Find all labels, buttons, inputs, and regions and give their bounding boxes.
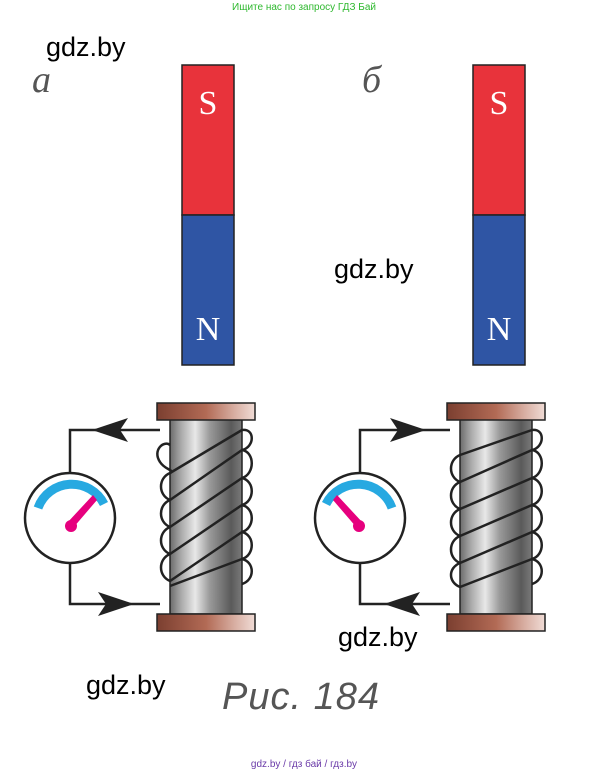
footer-links: gdz.by / гдз бай / гдз.by (250, 759, 358, 770)
panel-label-a: а (32, 59, 51, 101)
pole-label-s: S (490, 85, 509, 122)
panel-a: S N (23, 64, 256, 632)
pole-label-n: N (196, 311, 221, 348)
current-arrow-icon (384, 592, 420, 616)
bar-magnet: S N (181, 64, 235, 366)
coil-flange-top (446, 402, 546, 421)
current-arrow-icon (390, 418, 426, 442)
coil-flange-bottom (156, 613, 256, 632)
meter-needle (333, 495, 363, 528)
magnet-south-pole (472, 64, 526, 216)
meter-scale (33, 479, 109, 510)
panel-b: S N (313, 64, 546, 632)
meter-scale (321, 479, 397, 510)
figure-caption: Рис. 184 (222, 676, 380, 718)
galvanometer (313, 471, 407, 565)
watermark: gdz.by (338, 622, 418, 652)
coil-core (459, 417, 533, 615)
magnet-north-pole (181, 214, 235, 366)
magnet-north-pole (472, 214, 526, 366)
coil-flange-top (156, 402, 256, 421)
pole-label-s: S (199, 85, 218, 122)
galvanometer (23, 471, 117, 565)
watermark: gdz.by (86, 670, 166, 700)
current-arrow-icon (92, 418, 128, 442)
meter-needle (67, 495, 97, 528)
current-arrow-icon (98, 592, 134, 616)
coil-core (169, 417, 243, 615)
bar-magnet: S N (472, 64, 526, 366)
coil (156, 402, 256, 632)
coil-flange-bottom (446, 613, 546, 632)
coil (446, 402, 546, 632)
panel-label-b: б (362, 59, 382, 101)
watermark: gdz.by (334, 254, 414, 284)
watermark: gdz.by (46, 32, 126, 62)
header-note: Ищите нас по запросу ГДЗ Бай (232, 2, 376, 13)
pole-label-n: N (487, 311, 512, 348)
magnet-south-pole (181, 64, 235, 216)
